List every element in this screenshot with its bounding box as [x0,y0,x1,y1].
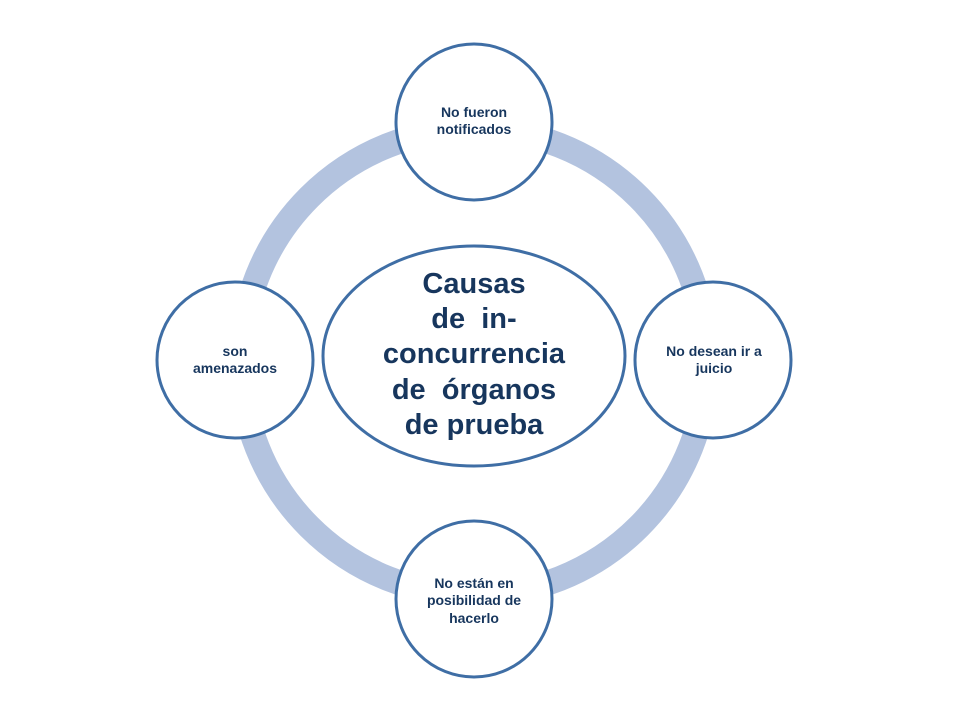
center-title-line-2: de in- [431,302,517,335]
node-label-left: son amenazados [192,342,278,377]
node-circle-left [155,280,315,440]
center-title-line-5: de prueba [404,409,544,442]
center-title-line-4: de órganos [391,373,557,406]
center-title-line-3: concurrencia [382,338,566,371]
node-circle-bottom [394,519,554,679]
center-ellipse [321,244,627,468]
node-label-bottom: No están en posibilidad de hacerlo [426,574,522,626]
center-title: Causas de in- concurrencia de órganos de… [349,250,599,460]
center-title-line-1: Causas [422,267,526,300]
node-circle-top [394,42,554,202]
node-circle-right [633,280,793,440]
node-label-top: No fueron notificados [436,103,512,138]
node-label-right: No desean ir a juicio [666,342,762,377]
